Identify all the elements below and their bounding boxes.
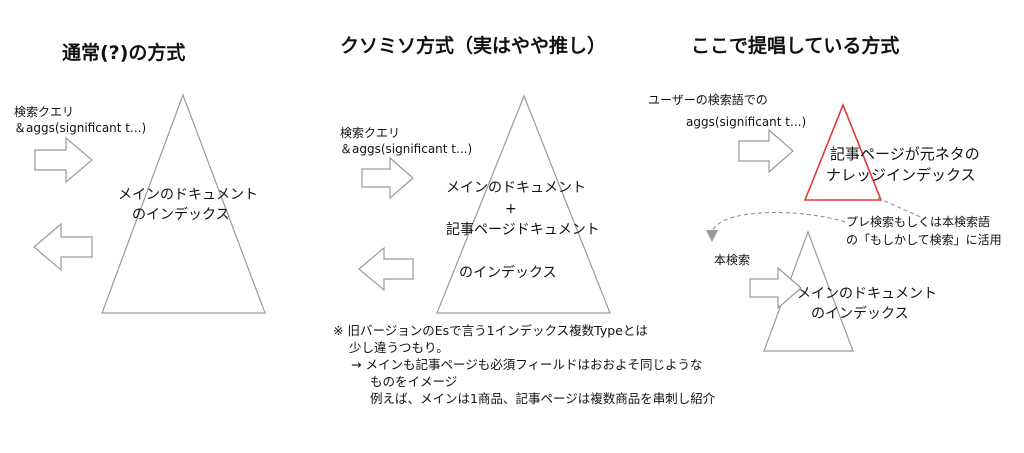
knowledge-index-label-1: 記事ページが元ネタの <box>830 145 980 163</box>
dashed-connector-knowledge <box>877 197 926 220</box>
note-line-3: → メインも記事ページも必須フィールドはおおよそ同じような <box>351 357 703 372</box>
pre-search-label-1: プレ検索もしくは本検索語 <box>846 215 991 229</box>
center-title: クソミソ方式（実はやや推し） <box>340 35 607 57</box>
note-line-2: 少し違うつもり。 <box>349 340 449 355</box>
center-query-label: 検索クエリ <box>340 126 401 140</box>
pre-search-label-2: の「もしかして検索」に活用 <box>846 233 1002 247</box>
note-line-5: 例えば、メインは1商品、記事ページは複数商品を串刺し紹介 <box>370 391 716 406</box>
center-index-plus: + <box>505 201 517 217</box>
knowledge-index-label-2: ナレッジインデックス <box>826 166 976 184</box>
center-aggs-label: ＆aggs(significant t...) <box>340 142 473 156</box>
left-arrow-right-icon <box>34 136 93 184</box>
left-index-label-2: のインデックス <box>132 207 230 223</box>
dashed-arrowhead-icon <box>706 230 718 242</box>
center-index-label-2: 記事ページドキュメント <box>446 222 600 238</box>
left-arrow-left-icon <box>33 222 93 272</box>
right-arrow-knowledge-icon <box>738 128 794 174</box>
left-index-triangle <box>101 93 266 314</box>
left-index-label-1: メインのドキュメント <box>118 187 258 203</box>
note-line-1: ※ 旧バージョンのEsで言う1インデックス複数Typeとは <box>333 323 648 338</box>
right-index-label-1: メインのドキュメント <box>797 286 937 302</box>
left-title: 通常(?)の方式 <box>62 42 186 64</box>
right-aggs-label: aggs(significant t...) <box>686 115 807 129</box>
right-title: ここで提唱している方式 <box>691 35 900 57</box>
right-index-label-2: のインデックス <box>811 306 909 322</box>
right-user-query-label: ユーザーの検索語での <box>648 93 768 107</box>
center-arrow-left-icon <box>358 246 414 292</box>
note-line-4: ものをイメージ <box>370 374 458 389</box>
dashed-connector-curve <box>711 212 846 233</box>
center-index-label-1: メインのドキュメント <box>446 180 586 196</box>
left-aggs-label: ＆aggs(significant t...) <box>14 121 147 135</box>
main-search-label: 本検索 <box>714 253 751 267</box>
knowledge-index-triangle <box>803 102 883 201</box>
center-index-label-3: のインデックス <box>459 265 557 281</box>
center-index-triangle <box>436 94 611 314</box>
right-arrow-main-icon <box>749 266 802 310</box>
left-query-label: 検索クエリ <box>14 105 75 119</box>
center-arrow-right-icon <box>361 156 414 200</box>
